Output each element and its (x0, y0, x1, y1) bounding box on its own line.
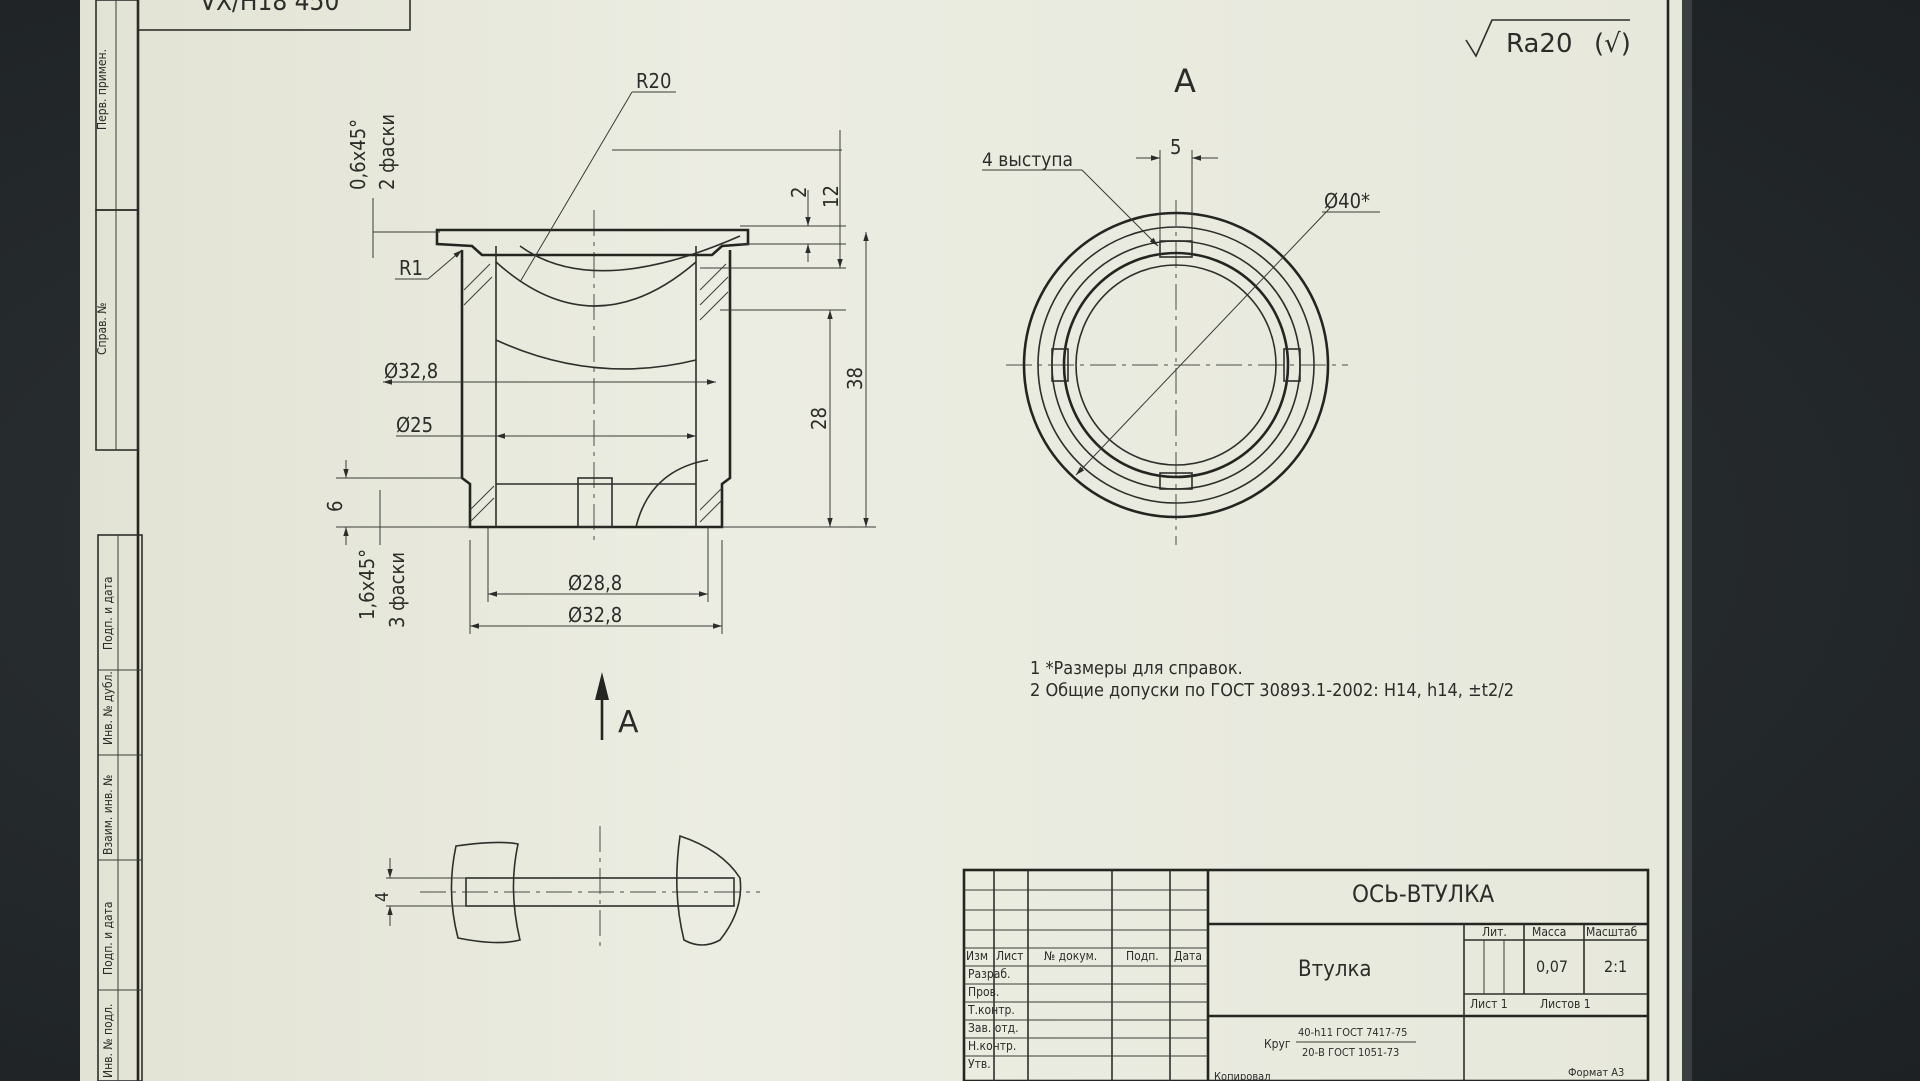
col-izm: Изм (966, 949, 988, 963)
view-arrow-label: A (618, 705, 639, 740)
dim-h28: 28 (807, 407, 831, 430)
title-name: Втулка (1298, 957, 1372, 982)
row-label: Н.контр. (968, 1039, 1016, 1053)
side-frame-labels: Перв. примен. Справ. № Подп. и дата Инв.… (95, 49, 115, 1078)
sheet-edge (1682, 0, 1692, 1081)
dim-protrusions: 4 выступа (982, 149, 1073, 171)
dim-chamfer-top: 0,6x45° (346, 119, 370, 190)
side-label: Подп. и дата (101, 901, 115, 975)
title-designation: ОСЬ-ВТУЛКА (1352, 880, 1494, 908)
dim-h12: 12 (819, 185, 843, 208)
notes: 1 *Размеры для справок. 2 Общие допуски … (1030, 658, 1514, 701)
roughness-extra: (√) (1594, 29, 1631, 59)
drawing-sheet (80, 0, 1682, 1081)
sheet-frame (95, 0, 1670, 1081)
dim-d28-8: Ø28,8 (568, 571, 622, 595)
lit-header: Лит. (1482, 925, 1507, 939)
side-label: Инв. № подл. (101, 1004, 115, 1078)
scale-value: 2:1 (1604, 957, 1627, 976)
col-date: Дата (1174, 949, 1202, 963)
col-list: Лист (996, 949, 1023, 963)
roughness-symbol: Ra20 (√) (1465, 19, 1631, 59)
format-label: Формат А3 (1568, 1066, 1624, 1079)
note-1: 1 *Размеры для справок. (1030, 658, 1243, 679)
dim-d32-bottom: Ø32,8 (568, 603, 622, 627)
view-arrow: A (595, 672, 639, 740)
dim-w5: 5 (1170, 135, 1181, 159)
view-a-label: A (1174, 62, 1196, 100)
dim-h2: 2 (787, 187, 811, 198)
mass-header: Масса (1532, 925, 1566, 939)
mass-value: 0,07 (1536, 957, 1568, 976)
row-label: Пров. (968, 985, 999, 999)
view-a: A Ø40* 5 4 выступа (982, 62, 1380, 545)
dim-r1: R1 (399, 256, 423, 280)
side-label: Инв. № дубл. (101, 671, 115, 745)
col-sign: Подп. (1126, 949, 1159, 963)
dim-chamfer-top-note: 2 фаски (375, 114, 399, 190)
row-label: Т.контр. (967, 1003, 1015, 1017)
title-block: ОСЬ-ВТУЛКА Втулка Лит. Масса Масштаб 0,0… (962, 868, 1650, 1081)
col-doc: № докум. (1044, 949, 1097, 963)
dim-chamfer-bottom-note: 3 фаски (385, 552, 409, 628)
row-label: Разраб. (968, 967, 1010, 981)
material-line1: 40-h11 ГОСТ 7417-75 (1298, 1026, 1407, 1039)
material-line2: 20-В ГОСТ 1051-73 (1302, 1046, 1399, 1059)
roughness-value: Ra20 (1506, 29, 1573, 59)
dim-r20: R20 (636, 69, 671, 93)
sheets-label: Листов 1 (1540, 997, 1591, 1011)
dim-h38: 38 (843, 367, 867, 390)
note-2: 2 Общие допуски по ГОСТ 30893.1-2002: H1… (1030, 680, 1514, 701)
scale-header: Масштаб (1586, 925, 1638, 939)
top-stamp-text: VX/H18 450 (200, 0, 339, 17)
material-prefix: Круг (1264, 1037, 1291, 1051)
row-label: Утв. (968, 1057, 991, 1071)
dim-d32-top: Ø32,8 (384, 359, 438, 383)
dim-chamfer-bottom: 1,6x45° (355, 549, 379, 620)
side-label: Справ. № (95, 302, 109, 355)
detail-view: 4 (372, 826, 760, 950)
dim-d40: Ø40* (1324, 189, 1370, 213)
dim-d25: Ø25 (396, 413, 433, 437)
side-label: Взаим. инв. № (101, 775, 115, 855)
side-label: Подп. и дата (101, 576, 115, 650)
dim-h6: 6 (323, 501, 347, 512)
side-label: Перв. примен. (95, 49, 109, 130)
dim-h4: 4 (372, 892, 393, 902)
row-label: Зав. отд. (968, 1021, 1019, 1035)
sheet-label: Лист 1 (1470, 997, 1508, 1011)
section-view: R20 R1 0,6x45° 2 фаски Ø32,8 Ø25 2 12 28 (323, 69, 876, 634)
copied-label: Копировал (1214, 1070, 1271, 1081)
